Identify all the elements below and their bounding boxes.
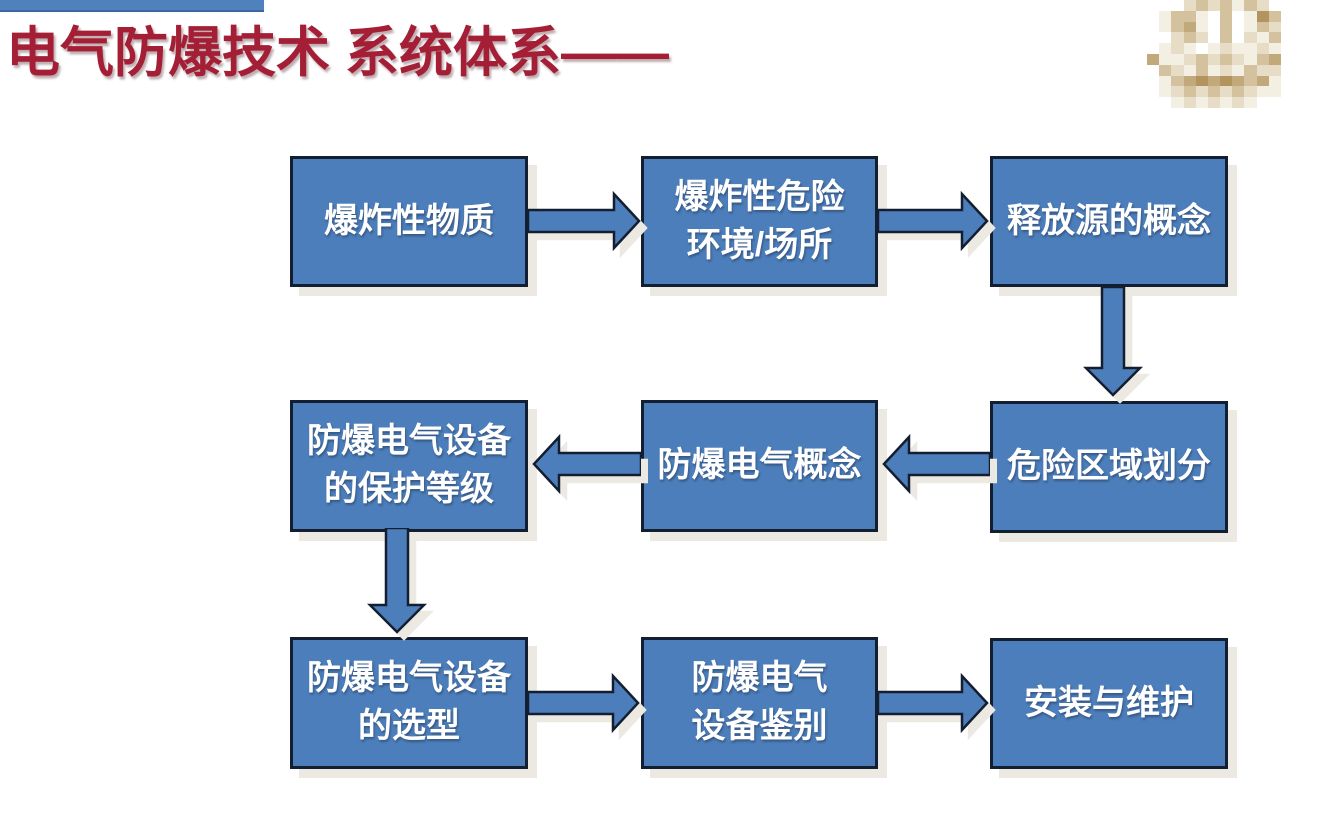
flow-node-explosive-substance: 爆炸性物质 xyxy=(290,156,528,287)
arrow-protection-level-to-selection xyxy=(367,528,427,634)
flow-node-label: 防爆电气设备 的保护等级 xyxy=(307,422,511,508)
arrow-identification-to-installation xyxy=(878,673,989,733)
arrow-selection-to-identification xyxy=(528,673,640,733)
flow-node-exproof-concept: 防爆电气概念 xyxy=(641,400,878,532)
arrow-concept-to-protection-level xyxy=(532,434,641,494)
flow-node-label: 释放源的概念 xyxy=(1007,201,1211,240)
flow-node-hazardous-environment: 爆炸性危险 环境/场所 xyxy=(641,156,878,287)
page-title: 电气防爆技术 系统体系—— xyxy=(6,23,670,83)
flow-node-label: 爆炸性危险 环境/场所 xyxy=(674,177,845,264)
flow-node-release-source: 释放源的概念 xyxy=(990,156,1228,287)
arrow-release-source-to-zone xyxy=(1083,287,1143,397)
flow-node-label: 爆炸性物质 xyxy=(324,201,494,240)
flow-node-equipment-identification: 防爆电气 设备鉴别 xyxy=(641,637,878,769)
flow-node-label: 安装与维护 xyxy=(1024,683,1194,722)
flow-node-label: 防爆电气 设备鉴别 xyxy=(691,659,828,745)
flow-node-equipment-selection: 防爆电气设备 的选型 xyxy=(290,637,528,769)
logo-image xyxy=(1147,0,1293,108)
arrow-substance-to-environment xyxy=(528,191,641,251)
flow-node-zone-classification: 危险区域划分 xyxy=(990,401,1228,533)
arrow-zone-to-concept xyxy=(882,434,990,494)
flow-node-label: 防爆电气设备 的选型 xyxy=(307,659,511,745)
flow-node-installation-maintenance: 安装与维护 xyxy=(990,638,1228,769)
arrow-environment-to-release-source xyxy=(878,191,989,251)
flow-node-label: 危险区域划分 xyxy=(1007,447,1211,486)
flow-node-protection-level: 防爆电气设备 的保护等级 xyxy=(290,400,528,532)
accent-bar xyxy=(0,0,264,12)
flow-node-label: 防爆电气概念 xyxy=(657,446,862,485)
